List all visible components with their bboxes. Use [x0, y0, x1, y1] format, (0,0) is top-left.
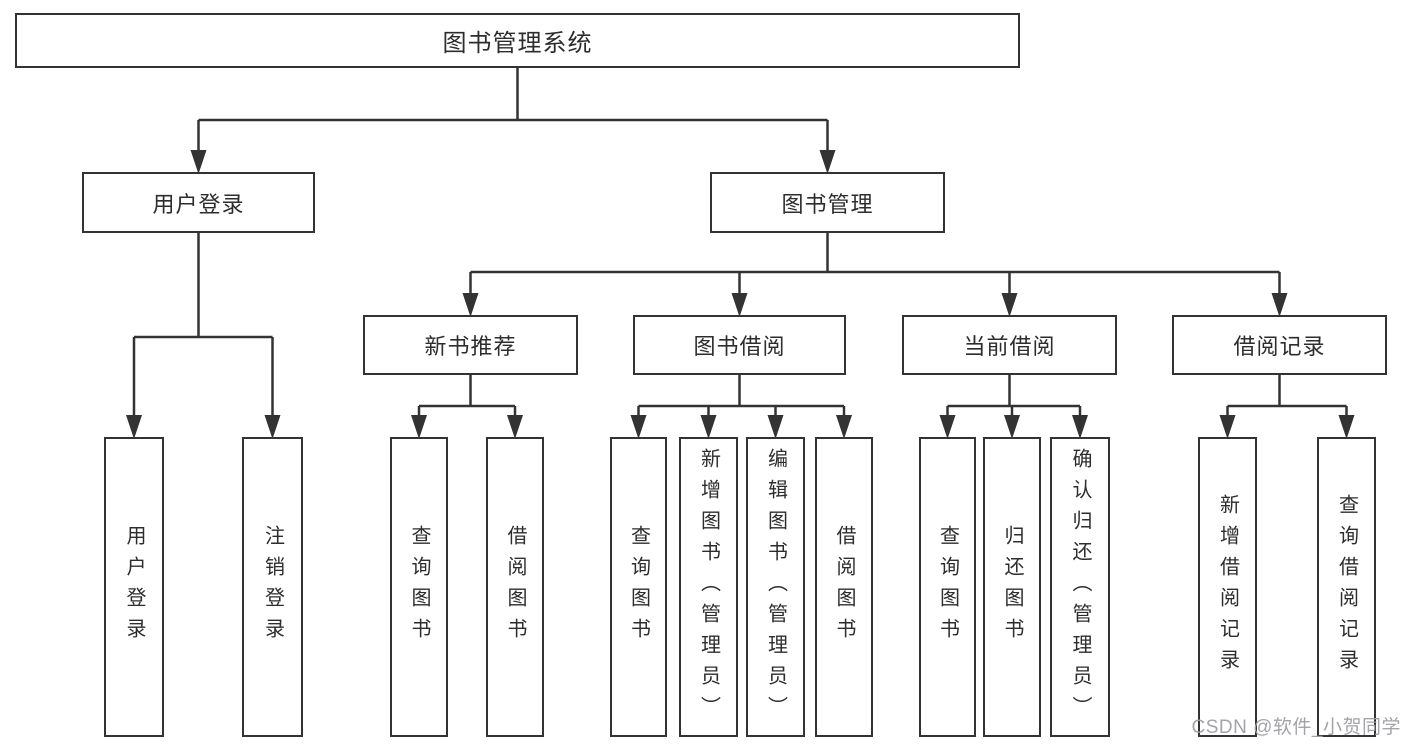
- watermark-text: CSDN @软件_小贺同学: [1191, 717, 1401, 738]
- node-root: 图书管理系统: [15, 13, 1020, 68]
- node-label-bb-add: 新增图书（管理员）: [697, 447, 720, 727]
- arrowhead-icon: [264, 415, 281, 439]
- node-nb-query: 查询图书: [390, 437, 448, 737]
- arrowhead-icon: [700, 415, 717, 439]
- node-label-bb-borrow: 借阅图书: [833, 525, 855, 649]
- arrowhead-icon: [1338, 415, 1355, 439]
- node-label-nb-query: 查询图书: [408, 525, 430, 649]
- node-label-nb-borrow: 借阅图书: [504, 525, 526, 649]
- node-label-cb-query: 查询图书: [936, 525, 959, 649]
- node-book-mgmt: 图书管理: [710, 172, 945, 233]
- node-user-login: 用户登录: [104, 437, 164, 737]
- arrowhead-icon: [507, 415, 523, 439]
- node-label-root: 图书管理系统: [442, 30, 593, 57]
- node-label-bb-query: 查询图书: [627, 525, 650, 649]
- node-label-cb-return: 归还图书: [1001, 525, 1023, 649]
- node-label-cb-confirm: 确认归还（管理员）: [1069, 447, 1091, 727]
- node-cb-return: 归还图书: [983, 437, 1041, 737]
- arrowhead-icon: [819, 150, 836, 174]
- arrowhead-icon: [411, 415, 427, 439]
- arrowhead-icon: [1004, 415, 1020, 439]
- node-label-user-login: 用户登录: [123, 525, 145, 649]
- node-logout: 注销登录: [242, 437, 303, 737]
- node-bb-query: 查询图书: [610, 437, 667, 737]
- arrowhead-icon: [1001, 293, 1018, 317]
- arrowhead-icon: [190, 150, 207, 174]
- node-label-current-borrow: 当前借阅: [963, 334, 1056, 359]
- arrowhead-icon: [939, 415, 956, 439]
- arrowhead-icon: [1271, 293, 1288, 317]
- arrowhead-icon: [1072, 415, 1088, 439]
- arrowhead-icon: [1219, 415, 1236, 439]
- node-label-logout: 注销登录: [261, 525, 284, 649]
- arrowhead-icon: [630, 415, 647, 439]
- node-rec-query: 查询借阅记录: [1317, 437, 1376, 737]
- arrowhead-icon: [767, 415, 784, 439]
- node-label-rec-query: 查询借阅记录: [1335, 494, 1358, 680]
- node-rec-add: 新增借阅记录: [1198, 437, 1257, 737]
- arrowhead-icon: [731, 293, 748, 317]
- node-label-book-mgmt: 图书管理: [781, 191, 874, 217]
- node-label-book-borrow: 图书借阅: [693, 334, 786, 359]
- node-label-rec-add: 新增借阅记录: [1216, 494, 1239, 680]
- node-borrow-records: 借阅记录: [1172, 315, 1387, 375]
- node-cb-query: 查询图书: [919, 437, 976, 737]
- node-label-borrow-records: 借阅记录: [1233, 334, 1326, 359]
- node-bb-borrow: 借阅图书: [815, 437, 873, 737]
- node-nb-borrow: 借阅图书: [486, 437, 544, 737]
- node-book-borrow: 图书借阅: [633, 315, 846, 375]
- arrowhead-icon: [462, 293, 479, 317]
- node-cb-confirm: 确认归还（管理员）: [1050, 437, 1110, 737]
- node-label-new-book-rec: 新书推荐: [424, 334, 517, 359]
- node-label-bb-edit: 编辑图书（管理员）: [764, 447, 787, 727]
- node-current-borrow: 当前借阅: [902, 315, 1117, 375]
- arrowhead-icon: [836, 415, 852, 439]
- node-bb-add: 新增图书（管理员）: [679, 437, 738, 737]
- node-bb-edit: 编辑图书（管理员）: [746, 437, 805, 737]
- node-label-user-login-group: 用户登录: [152, 191, 245, 217]
- arrowhead-icon: [126, 415, 142, 439]
- node-user-login-group: 用户登录: [82, 172, 315, 233]
- node-new-book-rec: 新书推荐: [363, 315, 578, 375]
